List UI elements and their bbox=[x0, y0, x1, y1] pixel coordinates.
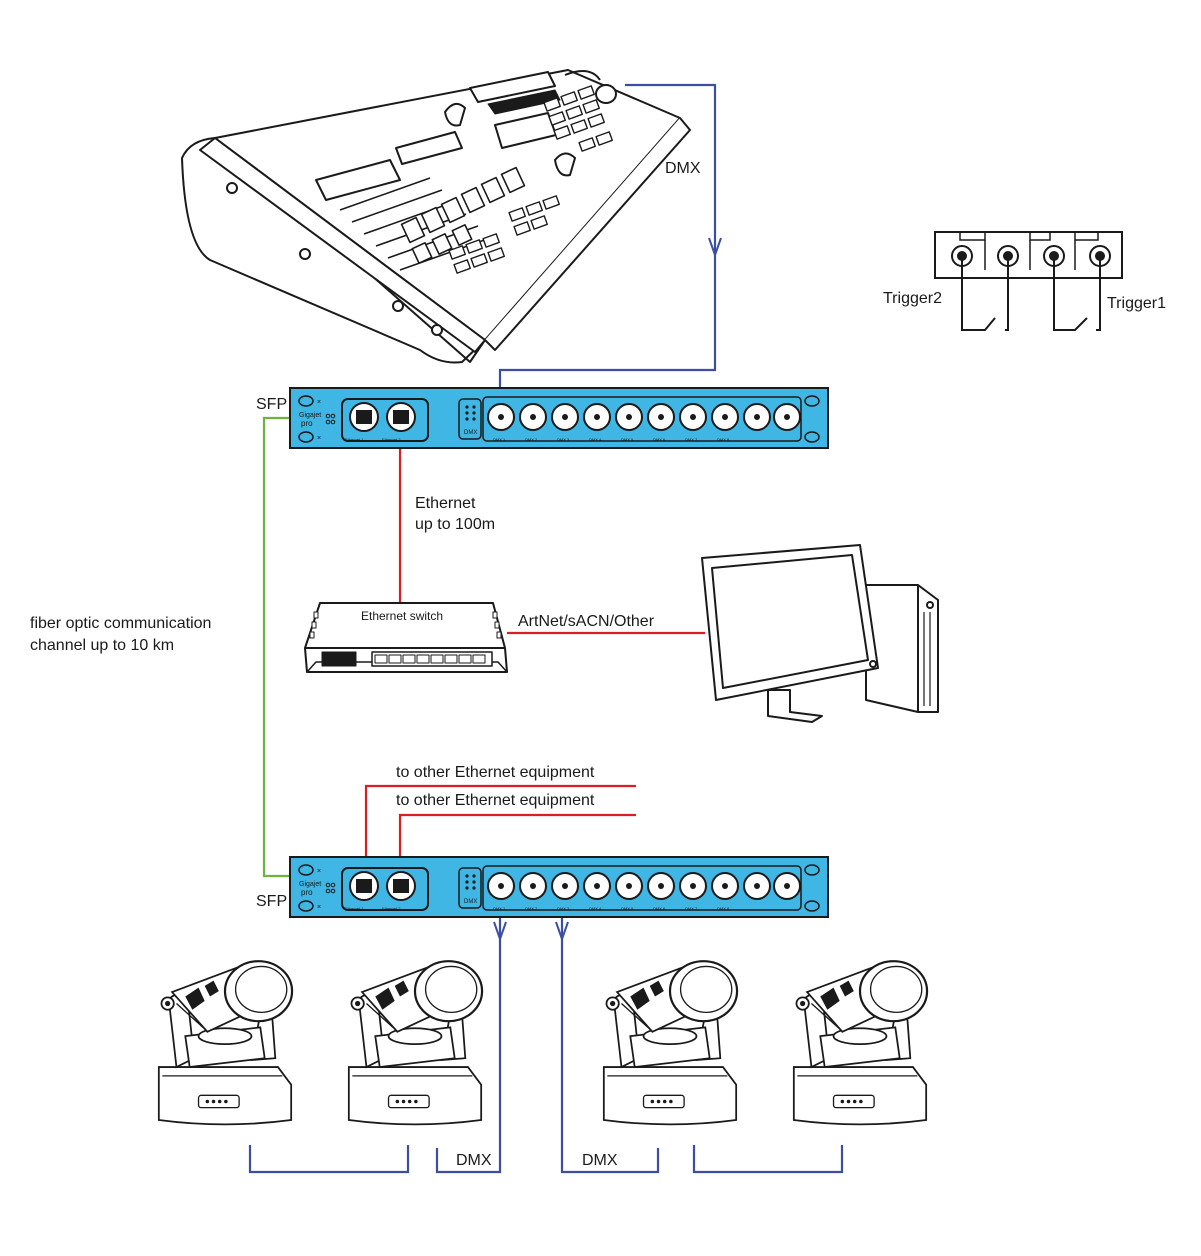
port-caption: DMX 8 bbox=[717, 437, 730, 442]
port-caption: DMX 3 bbox=[557, 437, 570, 442]
ethernet-switch-icon bbox=[304, 602, 508, 673]
port-caption: DMX 3 bbox=[557, 906, 570, 911]
port-caption: Ethernet 2 bbox=[382, 906, 401, 911]
moving-head-4 bbox=[792, 959, 929, 1126]
top-node-brand-2: pro bbox=[301, 419, 313, 428]
port-caption: DMX 1 bbox=[493, 906, 506, 911]
moving-head-2 bbox=[347, 959, 484, 1126]
ethernet-label-2: up to 100m bbox=[415, 516, 496, 533]
port-caption: DMX 5 bbox=[621, 437, 634, 442]
dmx-bottom-left-label: DMX bbox=[456, 1152, 492, 1169]
dmx-line-bottom-left bbox=[435, 880, 502, 1174]
dmx-chain-right bbox=[692, 1145, 844, 1174]
dmx-chain-left bbox=[248, 1145, 410, 1174]
port-caption: DMX 8 bbox=[717, 906, 730, 911]
port-caption: DMX 1 bbox=[493, 437, 506, 442]
dmx-bottom-right-label: DMX bbox=[582, 1152, 618, 1169]
port-caption: DMX 4 bbox=[589, 437, 602, 442]
top-node-port-captions: Ethernet 1 Ethernet 2 DMX 1 DMX 2 DMX 3 DMX 4… bbox=[345, 437, 730, 442]
ethernet-label-1: Ethernet bbox=[415, 495, 476, 512]
dmx-top-label: DMX bbox=[665, 160, 701, 177]
sfp-top-label: SFP bbox=[256, 396, 288, 413]
bottom-node-brand-2: pro bbox=[301, 888, 313, 897]
port-caption: DMX 2 bbox=[525, 437, 538, 442]
top-node-dmx-label: DMX bbox=[464, 430, 477, 436]
other-ethernet-label-2: to other Ethernet equipment bbox=[396, 792, 595, 809]
sfp-bottom-label: SFP bbox=[256, 893, 288, 910]
moving-head-1 bbox=[157, 959, 294, 1126]
dmx-line-console bbox=[498, 83, 717, 405]
trigger-terminal-block-icon bbox=[934, 231, 1123, 331]
artnet-label: ArtNet/sACN/Other bbox=[518, 613, 655, 630]
port-caption: Ethernet 2 bbox=[382, 437, 401, 442]
bottom-node-dmx-label: DMX bbox=[464, 899, 477, 905]
dmx-line-bottom-right bbox=[560, 880, 660, 1174]
fiber-label-1: fiber optic communication bbox=[30, 615, 212, 632]
trigger1-label: Trigger1 bbox=[1107, 295, 1166, 312]
port-caption: DMX 7 bbox=[685, 906, 698, 911]
other-ethernet-label-1: to other Ethernet equipment bbox=[396, 764, 595, 781]
port-caption: DMX 2 bbox=[525, 906, 538, 911]
other-ethernet-line-1 bbox=[364, 784, 636, 880]
port-caption: Ethernet 1 bbox=[345, 906, 364, 911]
lighting-console-icon bbox=[181, 69, 691, 364]
port-caption: DMX 6 bbox=[653, 437, 666, 442]
trigger2-label: Trigger2 bbox=[883, 290, 942, 307]
moving-head-3 bbox=[602, 959, 739, 1126]
fiber-line bbox=[262, 416, 289, 878]
bottom-node-brand-1: Gigajet bbox=[299, 881, 321, 888]
fiber-label-2: channel up to 10 km bbox=[30, 637, 175, 654]
port-caption: Ethernet 1 bbox=[345, 437, 364, 442]
top-node-brand-1: Gigajet bbox=[299, 412, 321, 419]
port-caption: DMX 4 bbox=[589, 906, 602, 911]
port-caption: DMX 6 bbox=[653, 906, 666, 911]
switch-name-label: Ethernet switch bbox=[361, 609, 443, 623]
port-caption: DMX 7 bbox=[685, 437, 698, 442]
port-caption: DMX 5 bbox=[621, 906, 634, 911]
computer-monitor-icon bbox=[701, 544, 939, 723]
bottom-node-port-captions: Ethernet 1 Ethernet 2 DMX 1 DMX 2 DMX 3 DMX 4… bbox=[345, 906, 730, 911]
